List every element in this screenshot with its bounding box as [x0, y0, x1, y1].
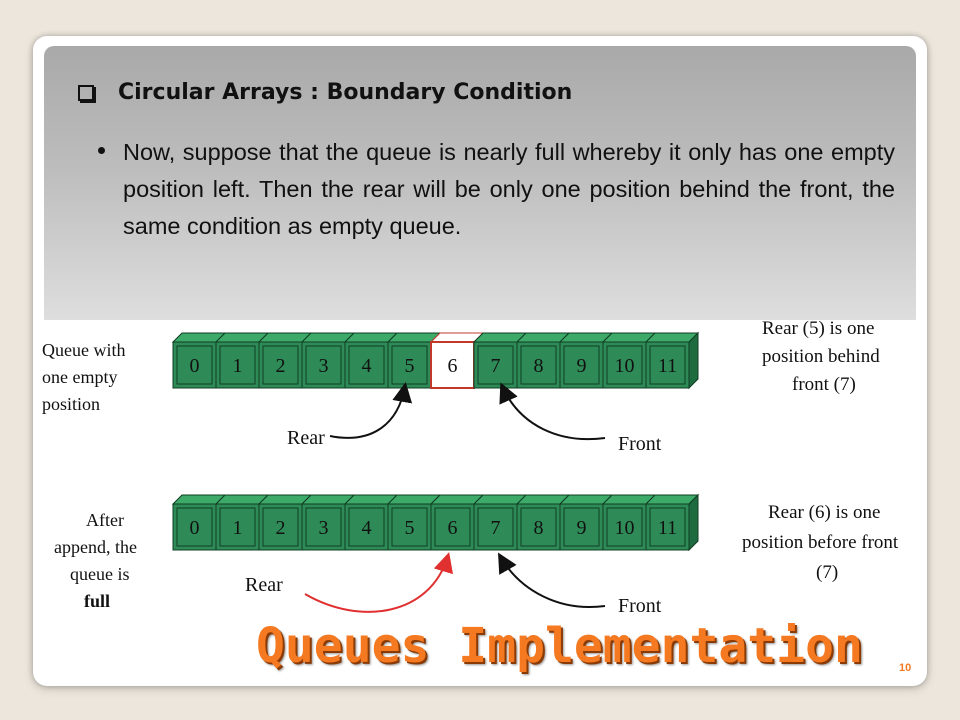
bottom-left-label-line-4: full — [84, 591, 110, 611]
bottom-rear-arrow — [304, 552, 453, 613]
bottom-cell-label: 11 — [658, 517, 677, 539]
top-right-label-line-3: front (7) — [792, 374, 856, 395]
top-cell-5: 5 — [386, 332, 442, 389]
bottom-cell-label: 0 — [190, 517, 200, 539]
top-queue-row: 0 1 2 3 4 5 6 7 8 9 10 11 — [171, 331, 700, 390]
bottom-cell-label: 10 — [615, 517, 635, 539]
top-cell-0: 0 — [171, 332, 227, 389]
top-cell-label: 7 — [491, 355, 501, 377]
slide-title: Queues Implementation — [256, 618, 863, 674]
header-band — [44, 46, 916, 320]
top-cell-label: 11 — [658, 355, 677, 377]
bullet-item: Now, suppose that the queue is nearly fu… — [98, 134, 898, 245]
top-right-label-line-1: Rear (5) is one — [762, 318, 874, 339]
top-front-arrow — [499, 382, 606, 441]
bottom-cell-label: 3 — [319, 517, 329, 539]
page-number: 10 — [899, 662, 912, 674]
bottom-cell-11: 11 — [644, 494, 700, 551]
top-rear-label: Rear — [287, 427, 325, 449]
bottom-cell-label: 5 — [405, 517, 415, 539]
top-cell-3: 3 — [300, 332, 356, 389]
bottom-front-label: Front — [618, 595, 662, 617]
bottom-cell-10: 10 — [601, 494, 657, 551]
bottom-cell-9: 9 — [558, 494, 614, 551]
top-cell-1: 1 — [214, 332, 270, 389]
bottom-cell-label: 7 — [491, 517, 501, 539]
bottom-cell-1: 1 — [214, 494, 270, 551]
top-cell-label: 8 — [534, 355, 544, 377]
top-row-side-face — [688, 331, 699, 390]
top-rear-arrow — [329, 382, 413, 439]
bottom-right-label-line-1: Rear (6) is one — [768, 502, 880, 523]
bullet-dot-icon — [98, 147, 105, 154]
bottom-cell-4: 4 — [343, 494, 399, 551]
top-cell-label: 10 — [615, 355, 635, 377]
bottom-row-side-face — [688, 493, 699, 552]
bottom-rear-label: Rear — [245, 574, 283, 596]
heading-text: Circular Arrays : Boundary Condition — [118, 80, 573, 105]
top-cell-2: 2 — [257, 332, 313, 389]
top-cell-label: 3 — [319, 355, 329, 377]
top-cell-11: 11 — [644, 332, 700, 389]
bottom-right-label-line-3: (7) — [816, 562, 838, 583]
top-cell-label: 9 — [577, 355, 587, 377]
bottom-right-label-line-2: position before front — [742, 532, 899, 553]
bottom-cell-2: 2 — [257, 494, 313, 551]
bottom-cell-8: 8 — [515, 494, 571, 551]
bottom-cell-label: 2 — [276, 517, 286, 539]
top-left-label-line-1: Queue with — [42, 340, 125, 360]
slide-heading: Circular Arrays : Boundary Condition — [78, 80, 572, 105]
top-cell-label: 0 — [190, 355, 200, 377]
checkbox-bullet-icon — [78, 84, 94, 101]
top-cell-7: 7 — [472, 332, 528, 389]
bottom-left-label-line-1: After — [86, 510, 124, 530]
top-cell-label: 6 — [448, 355, 458, 377]
top-cell-label: 1 — [233, 355, 243, 377]
bottom-cell-label: 8 — [534, 517, 544, 539]
top-front-label: Front — [618, 433, 662, 455]
top-cell-10: 10 — [601, 332, 657, 389]
top-left-label-line-3: position — [42, 394, 100, 414]
bottom-cell-label: 9 — [577, 517, 587, 539]
bottom-cell-0: 0 — [171, 494, 227, 551]
bottom-cell-label: 1 — [233, 517, 243, 539]
bottom-left-label-line-3: queue is — [70, 564, 129, 584]
top-cell-9: 9 — [558, 332, 614, 389]
top-right-label-line-2: position behind — [762, 346, 880, 367]
bottom-cell-7: 7 — [472, 494, 528, 551]
bottom-left-label-line-2: append, the — [54, 537, 137, 557]
bottom-queue-row: 0 1 2 3 4 5 6 7 8 9 10 11 — [171, 493, 700, 552]
bottom-front-arrow — [498, 552, 606, 608]
bottom-cell-label: 6 — [448, 517, 458, 539]
queue-diagram: Queue with one empty position 0 1 2 3 4 5 6 7 8 9… — [42, 318, 899, 617]
bullet-text: Now, suppose that the queue is nearly fu… — [123, 139, 895, 239]
bottom-cell-5: 5 — [386, 494, 442, 551]
bottom-cell-6: 6 — [429, 494, 485, 551]
top-left-label-line-2: one empty — [42, 367, 117, 387]
top-cell-label: 2 — [276, 355, 286, 377]
top-cell-label: 5 — [405, 355, 415, 377]
top-cell-label: 4 — [362, 355, 372, 377]
top-cell-8: 8 — [515, 332, 571, 389]
bottom-cell-label: 4 — [362, 517, 372, 539]
